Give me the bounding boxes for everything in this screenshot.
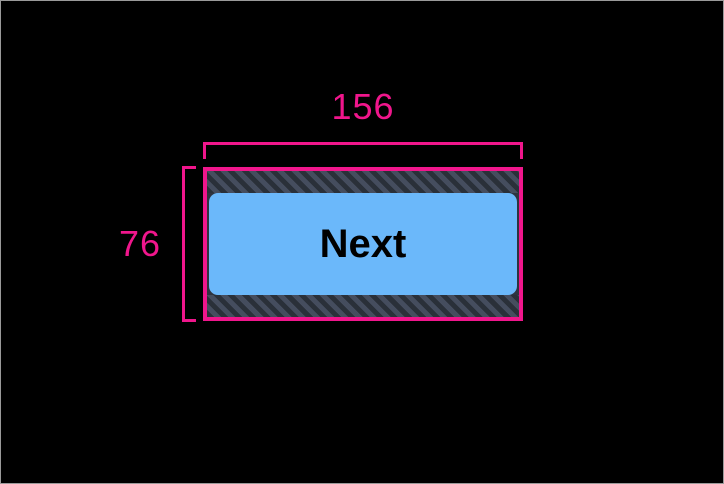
bottom-padding-hatch-area (207, 295, 519, 317)
next-button-label: Next (319, 222, 407, 266)
next-button[interactable]: Next (209, 193, 517, 295)
width-dimension-label: 156 (331, 86, 395, 127)
top-padding-hatch-area (207, 171, 519, 193)
width-dimension-bracket (203, 142, 523, 159)
height-dimension-bracket (182, 166, 196, 322)
button-widget-container: Next (207, 171, 519, 317)
height-dimension-label: 76 (118, 223, 162, 264)
selection-bounding-box: Next (203, 167, 523, 321)
